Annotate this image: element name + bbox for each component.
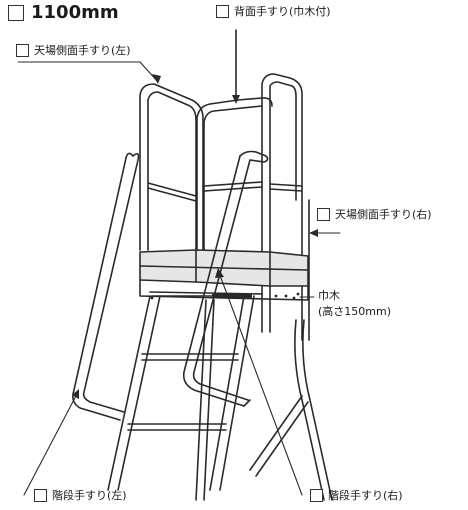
height-option-label: 1100mm bbox=[8, 2, 119, 23]
top-side-handrail-left-checkbox[interactable] bbox=[16, 43, 29, 57]
stair-handrail-left bbox=[72, 152, 140, 421]
height-option-checkbox[interactable] bbox=[8, 4, 24, 21]
stair-handrail-left-text: 階段手すり(左) bbox=[52, 489, 127, 502]
back-handrail-text: 背面手すり(巾木付) bbox=[234, 5, 331, 18]
back-handrail-label: 背面手すり(巾木付) bbox=[216, 3, 331, 19]
stair-handrail-right-label: 階段手すり(右) bbox=[310, 487, 403, 503]
top-side-handrail-left-label: 天場側面手すり(左) bbox=[16, 42, 131, 58]
height-option-text: 1100mm bbox=[31, 2, 119, 23]
top-side-handrail-left bbox=[139, 83, 204, 251]
stair-handrail-left-label: 階段手すり(左) bbox=[34, 487, 127, 503]
rear-legs bbox=[195, 299, 333, 501]
top-side-handrail-right-checkbox[interactable] bbox=[317, 207, 330, 221]
toe-board-text: 巾木 bbox=[318, 289, 340, 302]
stair-handrail-left-checkbox[interactable] bbox=[34, 488, 47, 502]
top-side-handrail-right-text: 天場側面手すり(右) bbox=[335, 208, 432, 221]
toe-board-height-text: (高さ150mm) bbox=[318, 305, 392, 318]
toe-board-label: 巾木 (高さ150mm) bbox=[318, 288, 391, 320]
top-side-handrail-left-text: 天場側面手すり(左) bbox=[34, 44, 131, 57]
stair-steps bbox=[127, 295, 251, 431]
toe-board bbox=[139, 249, 309, 301]
top-side-handrail-right-label: 天場側面手すり(右) bbox=[317, 206, 432, 222]
stair-handrail-right-checkbox[interactable] bbox=[310, 488, 323, 502]
stair-handrail-right-text: 階段手すり(右) bbox=[328, 489, 403, 502]
stair-stringer-left bbox=[107, 295, 161, 491]
stair-stringer-right bbox=[209, 295, 255, 491]
back-handrail-checkbox[interactable] bbox=[216, 4, 229, 18]
top-side-handrail-right bbox=[261, 73, 310, 341]
stair-handrail-right bbox=[182, 150, 269, 407]
